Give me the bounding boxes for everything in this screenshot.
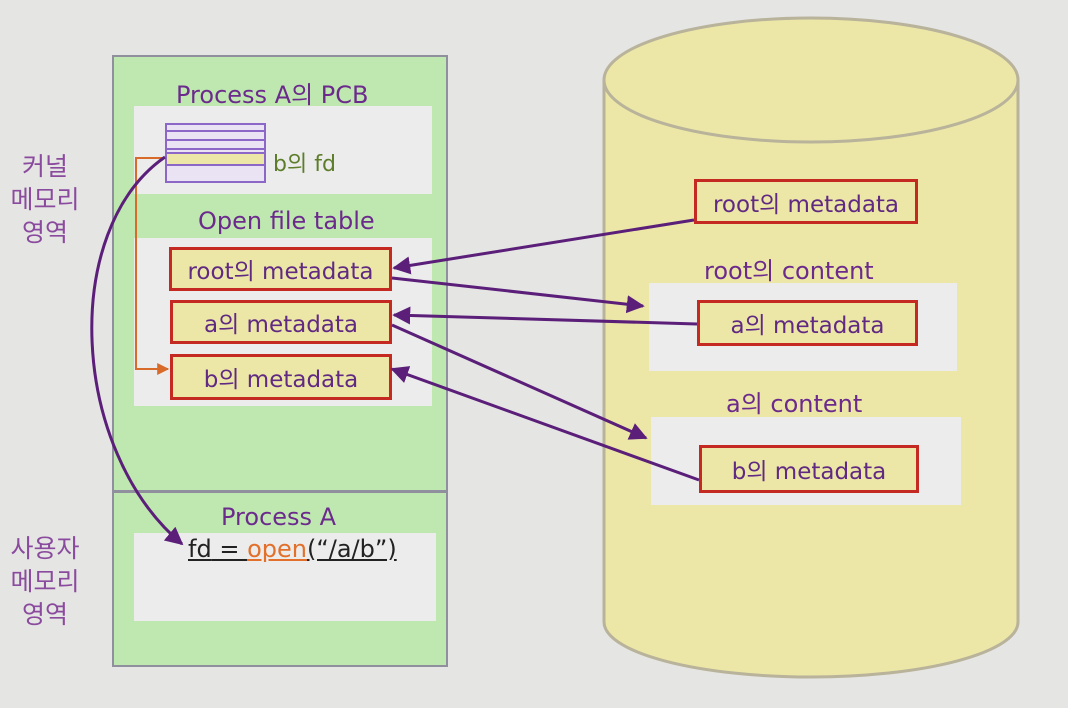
oft-b-metadata: b의 metadata [170, 354, 392, 400]
fd-table-row [167, 134, 264, 141]
oft-a-metadata: a의 metadata [170, 300, 392, 344]
kernel-memory-label: 커널 메모리 영역 [10, 150, 80, 249]
code-function: open [247, 535, 307, 563]
user-memory-label-line: 메모리 [10, 567, 80, 596]
oft-root-metadata: root의 metadata [169, 247, 392, 291]
disk-b-metadata: b의 metadata [699, 445, 919, 493]
process-title: Process A [221, 503, 337, 531]
pcb-title: Process A의 PCB [176, 81, 369, 109]
code-args: (“/a/b”) [306, 535, 397, 563]
open-call-code: fd = open(“/a/b”) [188, 535, 397, 563]
disk-a-metadata: a의 metadata [697, 300, 918, 346]
user-memory-label-line: 사용자 [10, 534, 80, 563]
code-lhs: fd [188, 535, 212, 563]
disk-root-metadata: root의 metadata [694, 179, 918, 224]
process-panel [134, 533, 436, 621]
kernel-memory-label-line: 영역 [21, 218, 68, 247]
open-file-table-title: Open file table [198, 207, 375, 235]
root-content-title: root의 content [704, 257, 874, 285]
user-memory-label: 사용자 메모리 영역 [10, 532, 80, 631]
memory-divider [112, 490, 448, 493]
user-memory-label-line: 영역 [21, 600, 68, 629]
fd-table-row [167, 125, 264, 132]
fd-label: b의 fd [273, 152, 336, 177]
kernel-memory-label-line: 커널 [21, 152, 68, 181]
kernel-memory-label-line: 메모리 [10, 185, 80, 214]
fd-table-row [167, 143, 264, 150]
fd-table-row-highlight [167, 152, 264, 166]
a-content-title: a의 content [726, 390, 863, 418]
code-op: = [211, 535, 248, 563]
